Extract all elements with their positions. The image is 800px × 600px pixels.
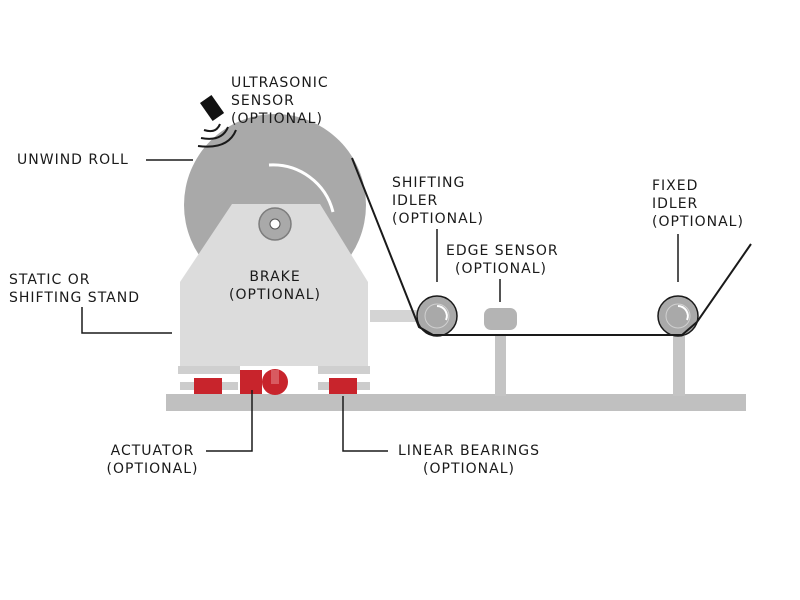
label-stand-line2: SHIFTING STAND bbox=[9, 290, 140, 306]
label-actuator-line1: ACTUATOR bbox=[110, 443, 195, 459]
label-actuator: ACTUATOR (OPTIONAL) bbox=[100, 442, 205, 478]
linear-bearing-right bbox=[329, 378, 357, 394]
label-ultrasonic-sensor-optional: (OPTIONAL) bbox=[231, 111, 323, 127]
label-linear-bearings-line1: LINEAR BEARINGS bbox=[397, 443, 541, 459]
label-actuator-optional: (OPTIONAL) bbox=[106, 461, 199, 477]
label-brake: BRAKE (OPTIONAL) bbox=[225, 268, 325, 304]
ultrasonic-wave-3 bbox=[197, 129, 237, 148]
label-ultrasonic-sensor-line2: SENSOR bbox=[231, 93, 295, 109]
ultrasonic-sensor-body bbox=[200, 94, 225, 122]
shifting-idler-highlight bbox=[436, 305, 448, 321]
label-shifting-idler: SHIFTING IDLER (OPTIONAL) bbox=[392, 174, 484, 228]
edge-sensor-post bbox=[495, 336, 506, 396]
web-path bbox=[351, 157, 752, 336]
label-ultrasonic-sensor: ULTRASONIC SENSOR (OPTIONAL) bbox=[231, 74, 329, 128]
fixed-idler-roller bbox=[657, 295, 699, 337]
label-fixed-idler: FIXED IDLER (OPTIONAL) bbox=[652, 177, 744, 231]
label-fixed-idler-line2: IDLER bbox=[652, 196, 699, 212]
fixed-idler-post bbox=[673, 336, 685, 396]
label-fixed-idler-optional: (OPTIONAL) bbox=[652, 214, 744, 230]
base-rail bbox=[166, 394, 746, 411]
label-stand-line1: STATIC OR bbox=[9, 272, 91, 288]
unwind-roll-highlight bbox=[268, 163, 335, 213]
label-edge-sensor-line1: EDGE SENSOR bbox=[446, 243, 559, 259]
label-shifting-idler-line2: IDLER bbox=[392, 193, 439, 209]
ultrasonic-wave-2 bbox=[200, 126, 229, 140]
ultrasonic-wave-1 bbox=[203, 123, 221, 133]
actuator-body bbox=[240, 370, 262, 394]
actuator-motor-detail bbox=[271, 370, 279, 384]
label-linear-bearings-optional: (OPTIONAL) bbox=[423, 461, 515, 477]
label-shifting-idler-line1: SHIFTING bbox=[392, 175, 466, 191]
leader-stand bbox=[81, 307, 172, 334]
label-linear-bearings: LINEAR BEARINGS (OPTIONAL) bbox=[389, 442, 549, 478]
brake-hub bbox=[269, 218, 281, 230]
label-fixed-idler-line1: FIXED bbox=[652, 178, 699, 194]
label-unwind-roll: UNWIND ROLL bbox=[17, 152, 129, 168]
stand-body bbox=[180, 204, 368, 366]
stand-foot-left bbox=[178, 366, 240, 374]
shifting-idler-ring bbox=[424, 303, 450, 329]
label-shifting-idler-optional: (OPTIONAL) bbox=[392, 211, 484, 227]
label-stand: STATIC OR SHIFTING STAND bbox=[9, 271, 140, 307]
fixed-idler-highlight bbox=[677, 305, 689, 321]
ultrasonic-sensor bbox=[197, 94, 237, 148]
label-edge-sensor: EDGE SENSOR (OPTIONAL) bbox=[446, 242, 559, 278]
leader-actuator bbox=[206, 390, 253, 452]
label-ultrasonic-sensor-line1: ULTRASONIC bbox=[231, 75, 329, 91]
edge-sensor-head bbox=[484, 308, 517, 330]
stand-foot-right bbox=[318, 366, 370, 374]
fixed-idler-ring bbox=[665, 303, 691, 329]
label-brake-optional: (OPTIONAL) bbox=[229, 287, 321, 303]
label-brake-line1: BRAKE bbox=[249, 269, 301, 285]
label-edge-sensor-optional: (OPTIONAL) bbox=[455, 261, 547, 277]
leader-linear-bearings bbox=[342, 396, 388, 452]
linear-bearing-left bbox=[194, 378, 222, 394]
